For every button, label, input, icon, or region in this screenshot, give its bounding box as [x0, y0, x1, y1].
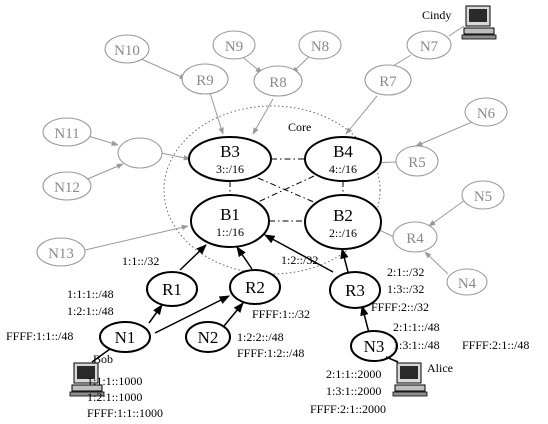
svg-text:N6: N6: [477, 106, 496, 122]
svg-text:R3: R3: [345, 281, 365, 300]
svg-text:R1: R1: [162, 280, 182, 299]
svg-text:N2: N2: [198, 328, 219, 347]
outer-network-n5: N5: [461, 180, 505, 210]
prefix-labels: 1:1::/32 1:2::/32 2:1::/32 1:3::/32 FFFF…: [6, 253, 529, 420]
outer-network-n6: N6: [464, 97, 508, 127]
address-label: 1:2:1::1000: [87, 390, 142, 404]
core-links: [229, 158, 344, 222]
prefix-label: 2:1:1::/48: [393, 320, 440, 334]
address-label: FFFF:2:1::2000: [310, 402, 386, 416]
svg-text:3::/16: 3::/16: [216, 162, 244, 176]
router-r2: R2: [229, 269, 281, 305]
outer-network-n11: N11: [42, 117, 92, 147]
prefix-label: 1:3:1::/48: [393, 338, 440, 352]
outer-edges: [77, 49, 473, 275]
router-r1: R1: [146, 271, 198, 307]
prefix-label: 1:1:1::/48: [67, 287, 114, 301]
svg-text:N7: N7: [420, 39, 439, 55]
prefix-label: 1:3::/32: [387, 282, 424, 296]
backbone-node-b3: B3 3::/16: [188, 136, 272, 182]
svg-text:N1: N1: [115, 328, 136, 347]
svg-text:R4: R4: [406, 231, 424, 247]
prefix-label: 1:1::/32: [122, 254, 159, 268]
svg-text:N10: N10: [114, 43, 140, 59]
host-network-n2: N2: [185, 321, 231, 353]
prefix-label: FFFF:1::/32: [252, 307, 310, 321]
user-label-bob: Bob: [93, 352, 113, 366]
outer-network-n4: N4: [446, 268, 488, 296]
address-label: FFFF:1:1::1000: [87, 406, 163, 420]
backbone-node-b2: B2 2::/16: [304, 194, 382, 250]
computer-icon: [461, 5, 497, 40]
outer-network-n8: N8: [298, 30, 342, 60]
core-label: Core: [288, 120, 311, 134]
outer-router-r9: [117, 137, 163, 169]
svg-text:4::/16: 4::/16: [329, 162, 357, 176]
outer-router-r4: R4: [392, 221, 438, 253]
prefix-label: FFFF:1:1::/48: [6, 329, 73, 343]
prefix-label: 1:2::/32: [281, 253, 318, 267]
svg-text:N12: N12: [54, 180, 80, 196]
bob-link: [91, 348, 111, 363]
svg-text:N4: N4: [458, 276, 477, 292]
address-label: 1:3:1::2000: [326, 384, 381, 398]
outer-router-r6: R7: [364, 64, 412, 96]
router-r3: R3: [329, 271, 381, 309]
svg-text:R9: R9: [196, 73, 214, 89]
svg-text:N5: N5: [474, 189, 492, 205]
access-routers: R1 R2 R3: [146, 269, 381, 309]
outer-network-n7: N7: [406, 30, 452, 60]
prefix-label: FFFF:2::/32: [371, 300, 429, 314]
svg-text:N3: N3: [364, 337, 385, 356]
alice-link: [385, 356, 399, 363]
computer-icon: [69, 362, 105, 397]
prefix-label: FFFF:2:1::/48: [462, 338, 529, 352]
svg-text:1::/16: 1::/16: [216, 225, 244, 239]
svg-text:N11: N11: [54, 126, 79, 142]
svg-text:N9: N9: [225, 39, 243, 55]
host-network-n3: N3: [350, 330, 398, 362]
svg-text:B1: B1: [220, 205, 240, 224]
address-label: 1:1:1::1000: [87, 374, 142, 388]
outer-network-n12: N12: [42, 171, 92, 201]
svg-text:B2: B2: [333, 206, 353, 225]
backbone-nodes: B3 3::/16 B4 4::/16 B1 1::/16 B2 2::/16: [188, 136, 382, 250]
cindy-link: [448, 25, 465, 37]
backbone-node-b4: B4 4::/16: [304, 136, 382, 182]
svg-text:N13: N13: [48, 246, 74, 262]
access-edges: [148, 234, 370, 334]
svg-text:2::/16: 2::/16: [329, 226, 357, 240]
host-networks: N1 N2 N3: [99, 321, 398, 362]
prefix-label: 1:2:2::/48: [237, 330, 284, 344]
outer-router-r5: R5: [395, 145, 439, 177]
outer-routers: R9 R8 R7 R5 R4: [117, 63, 439, 253]
svg-text:R2: R2: [245, 278, 265, 297]
svg-text:B3: B3: [220, 142, 240, 161]
outer-router-r8: R9: [181, 63, 229, 95]
svg-text:R7: R7: [379, 74, 397, 90]
outer-router-r7: R8: [253, 65, 303, 97]
svg-text:B4: B4: [333, 142, 353, 161]
core-ring: [163, 105, 381, 275]
outer-networks: N10 N9 N8 N7 N6 N5 N4 N11: [36, 30, 508, 296]
svg-text:R8: R8: [269, 75, 287, 91]
svg-text:R5: R5: [408, 155, 426, 171]
outer-network-n10: N10: [104, 34, 150, 64]
address-label: 2:1:1::2000: [326, 367, 381, 381]
host-network-n1: N1: [99, 321, 151, 353]
outer-network-n9: N9: [212, 30, 256, 60]
user-label-alice: Alice: [427, 361, 453, 375]
backbone-node-b1: B1 1::/16: [190, 194, 270, 248]
computer-icon: [392, 362, 428, 397]
user-label-cindy: Cindy: [422, 8, 451, 22]
outer-network-n13: N13: [36, 237, 86, 267]
prefix-label: 2:1::/32: [387, 265, 424, 279]
svg-text:N8: N8: [311, 39, 329, 55]
prefix-label: 1:2:1::/48: [67, 304, 114, 318]
prefix-label: FFFF:1:2::/48: [237, 346, 304, 360]
